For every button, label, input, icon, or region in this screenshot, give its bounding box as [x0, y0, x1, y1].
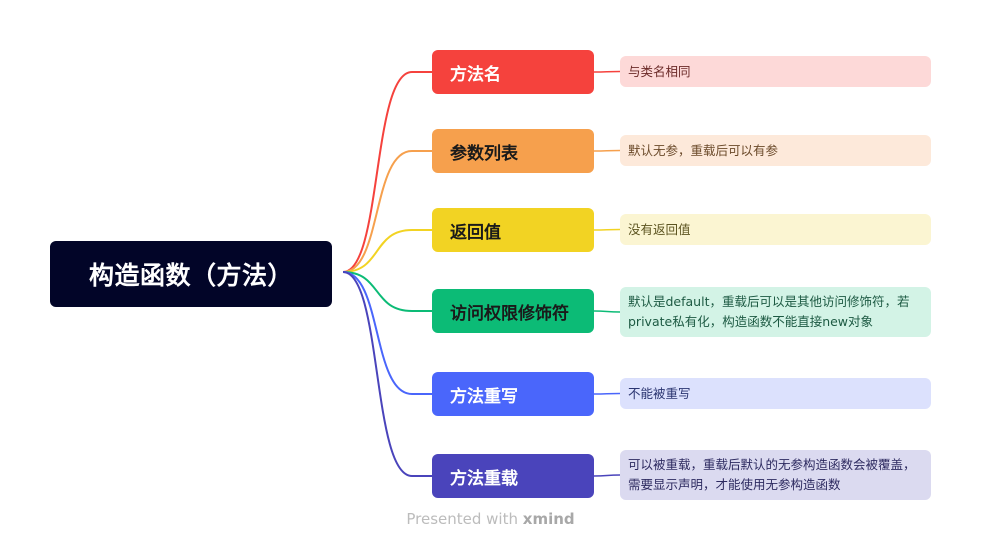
- connector-line: [342, 271, 432, 312]
- note-text: 可以被重载，重载后默认的无参构造函数会被覆盖，需要显示声明，才能使用无参构造函数: [628, 457, 916, 492]
- connector-line: [342, 150, 432, 273]
- note-text: 没有返回值: [628, 221, 691, 237]
- connector-line: [342, 71, 432, 273]
- note-connector-line: [593, 149, 621, 152]
- note-text: 不能被重写: [628, 385, 691, 401]
- subtopic-note[interactable]: 默认无参，重载后可以有参: [620, 135, 931, 166]
- subtopic-note[interactable]: 默认是default，重载后可以是其他访问修饰符，若private私有化，构造函…: [620, 287, 931, 337]
- connector-line: [342, 229, 432, 273]
- branch-topic-access-modifier[interactable]: 访问权限修饰符: [432, 289, 594, 333]
- branch-topic-method-override[interactable]: 方法重写: [432, 372, 594, 416]
- note-connector-line: [593, 310, 621, 313]
- root-topic[interactable]: 构造函数（方法）: [50, 241, 332, 307]
- xmind-watermark: Presented with xmind: [0, 510, 981, 528]
- subtopic-note[interactable]: 不能被重写: [620, 378, 931, 409]
- watermark-brand: xmind: [522, 510, 575, 528]
- branch-label: 方法名: [450, 64, 501, 85]
- branch-topic-method-name[interactable]: 方法名: [432, 50, 594, 94]
- note-connector-line: [593, 70, 621, 73]
- branch-label: 返回值: [450, 222, 501, 243]
- note-connector-line: [593, 474, 621, 477]
- root-topic-label: 构造函数（方法）: [88, 261, 293, 290]
- note-connector-line: [593, 228, 621, 231]
- connector-line: [342, 271, 432, 477]
- note-text: 与类名相同: [628, 63, 691, 79]
- branch-label: 方法重载: [450, 468, 518, 489]
- branch-label: 参数列表: [450, 143, 518, 164]
- branch-label: 方法重写: [450, 386, 518, 407]
- branch-topic-return-value[interactable]: 返回值: [432, 208, 594, 252]
- branch-label: 访问权限修饰符: [450, 303, 569, 324]
- connector-line: [342, 271, 432, 395]
- branch-topic-parameter-list[interactable]: 参数列表: [432, 129, 594, 173]
- subtopic-note[interactable]: 没有返回值: [620, 214, 931, 245]
- subtopic-note[interactable]: 与类名相同: [620, 56, 931, 87]
- subtopic-note[interactable]: 可以被重载，重载后默认的无参构造函数会被覆盖，需要显示声明，才能使用无参构造函数: [620, 450, 931, 500]
- branch-topic-method-overload[interactable]: 方法重载: [432, 454, 594, 498]
- note-text: 默认无参，重载后可以有参: [628, 142, 779, 158]
- watermark-prefix: Presented with: [406, 510, 518, 528]
- note-text: 默认是default，重载后可以是其他访问修饰符，若private私有化，构造函…: [628, 294, 910, 329]
- note-connector-line: [593, 392, 621, 395]
